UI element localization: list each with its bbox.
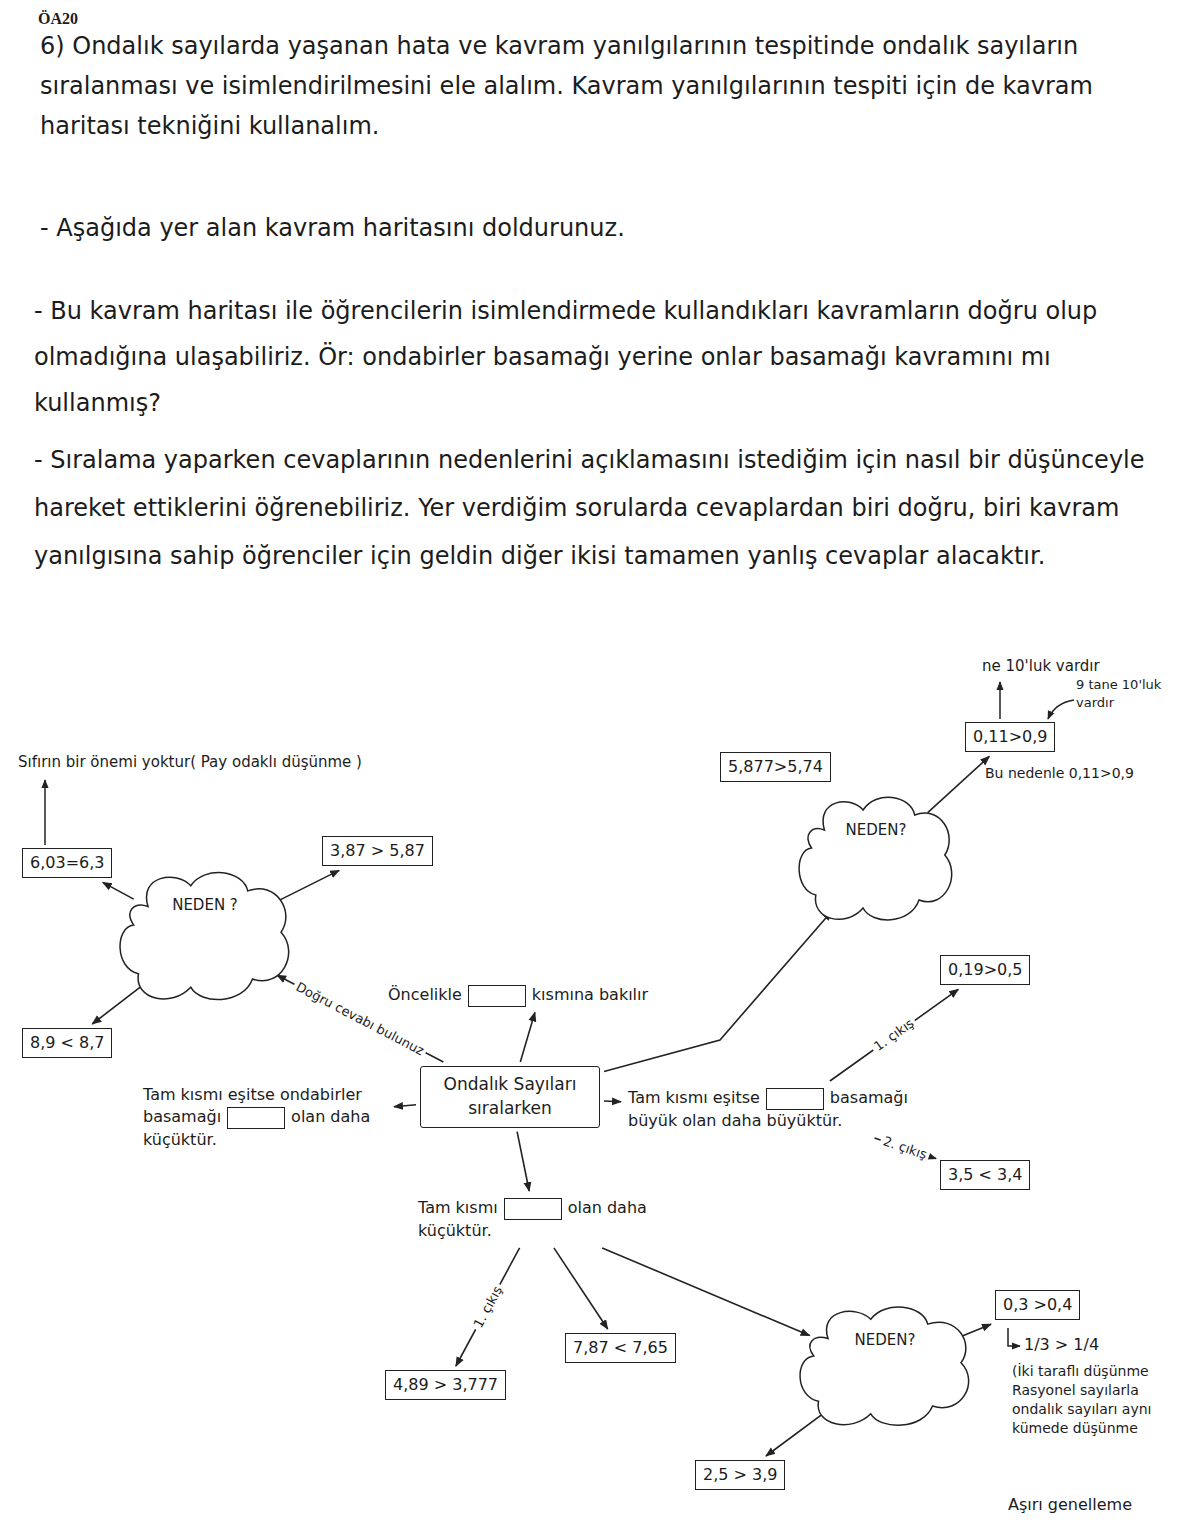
node-text: Tam kısmı	[418, 1198, 498, 1217]
fraction-note: 1/3 > 1/4	[1024, 1334, 1099, 1356]
cloud-outline	[800, 1307, 969, 1425]
leader-line	[1008, 1328, 1020, 1346]
node-text: 2,5 > 3,9	[703, 1465, 777, 1484]
cloud-shape	[790, 790, 962, 930]
answer-box: 3,5 < 3,4	[940, 1160, 1030, 1190]
cloud-question: NEDEN ?	[110, 895, 300, 916]
answer-box: 0,3 >0,4	[995, 1290, 1080, 1320]
connector-arrow	[520, 1013, 535, 1063]
connector-arrow	[517, 1132, 529, 1191]
central-concept-box: Ondalık Sayıları sıralarken	[420, 1066, 600, 1128]
answer-box: 7,87 < 7,65	[565, 1333, 676, 1363]
blank-box	[504, 1198, 562, 1220]
edge-label: 1. çıkış	[869, 1014, 920, 1056]
connector-arrow	[103, 882, 134, 899]
annotation-note: 9 tane 10'luk vardır	[1076, 676, 1176, 711]
node-text: 6,03=6,3	[30, 853, 104, 872]
answer-box: 0,19>0,5	[940, 955, 1030, 985]
question-text: 6) Ondalık sayılarda yaşanan hata ve kav…	[40, 26, 1140, 146]
blank-box	[766, 1088, 824, 1110]
annotation-note: Sıfırın bir önemi yoktur( Pay odaklı düş…	[18, 752, 362, 772]
cloud-question: NEDEN?	[790, 820, 962, 841]
answer-box: 8,9 < 8,7	[22, 1028, 112, 1058]
node-text: 7,87 < 7,65	[573, 1338, 668, 1357]
cloud-shape	[110, 865, 300, 1010]
reason-cloud: NEDEN ?	[110, 865, 300, 1010]
instruction-text: - Aşağıda yer alan kavram haritasını dol…	[40, 208, 625, 248]
node-text: 3,5 < 3,4	[948, 1165, 1022, 1184]
node-text: 3,87 > 5,87	[330, 841, 425, 860]
connector-arrow	[394, 1105, 416, 1107]
reason-cloud: NEDEN?	[790, 790, 962, 930]
rule-phrase: Tam kısmıolan daha küçüktür.	[415, 1195, 655, 1244]
node-text: 0,11>0,9	[973, 727, 1047, 746]
page-code: ÖA20	[38, 8, 78, 30]
connector-arrow	[456, 1248, 520, 1366]
annotation-note: Bu nedenle 0,11>0,9	[985, 764, 1134, 783]
connector-arrow	[554, 1248, 608, 1329]
rule-phrase: Tam kısmı eşitsebasamağı büyük olan daha…	[625, 1085, 955, 1134]
cloud-shape	[790, 1300, 980, 1435]
annotation-note: Aşırı genelleme	[1008, 1494, 1132, 1516]
explanation-text: - Sıralama yaparken cevaplarının nedenle…	[34, 436, 1154, 580]
cloud-outline	[120, 873, 289, 1000]
connector-arrow	[766, 1412, 826, 1456]
answer-box: 2,5 > 3,9	[695, 1460, 785, 1490]
rule-phrase: Tam kısmı eşitse ondabirler basamağıolan…	[140, 1082, 390, 1153]
node-text: Öncelikle	[388, 985, 462, 1004]
answer-box: 3,87 > 5,87	[322, 836, 433, 866]
blank-box	[227, 1107, 285, 1129]
node-text: 5,877>5,74	[728, 757, 823, 776]
cloud-outline	[799, 797, 952, 920]
cloud-question: NEDEN?	[790, 1330, 980, 1351]
annotation-note: (İki taraflı düşünme Rasyonel sayılarla …	[1012, 1362, 1172, 1438]
answer-box: 4,89 > 3,777	[385, 1370, 506, 1400]
connector-arrow	[961, 1324, 991, 1336]
annotation-note: ne 10'luk vardır	[982, 656, 1100, 676]
node-text: Ondalık Sayıları sıralarken	[444, 1074, 577, 1118]
reason-cloud: NEDEN?	[790, 1300, 980, 1435]
connector-arrow	[92, 984, 144, 1024]
node-text: 0,19>0,5	[948, 960, 1022, 979]
blank-box	[468, 985, 526, 1007]
edge-label: 2. çıkış	[878, 1133, 932, 1164]
node-text: Tam kısmı eşitse	[628, 1088, 760, 1107]
connector-arrow	[602, 1248, 809, 1336]
leader-line	[1048, 700, 1074, 719]
node-text: kısmına bakılır	[532, 985, 648, 1004]
answer-box: 0,11>0,9	[965, 722, 1055, 752]
leader-line	[44, 780, 46, 845]
node-text: 8,9 < 8,7	[30, 1033, 104, 1052]
edge-label: 1. çıkış	[469, 1281, 507, 1333]
rule-phrase: Öncelikle kısmına bakılır	[385, 982, 695, 1009]
leader-line	[999, 682, 1001, 719]
answer-box: 5,877>5,74	[720, 752, 831, 782]
answer-box: 6,03=6,3	[22, 848, 112, 878]
connector-arrow	[928, 756, 990, 812]
explanation-text: - Bu kavram haritası ile öğrencilerin is…	[34, 288, 1154, 426]
connector-arrow	[830, 989, 958, 1081]
connector-arrow	[278, 870, 339, 901]
connector-arrow	[604, 1100, 621, 1102]
node-text: 4,89 > 3,777	[393, 1375, 498, 1394]
node-text: 0,3 >0,4	[1003, 1295, 1072, 1314]
